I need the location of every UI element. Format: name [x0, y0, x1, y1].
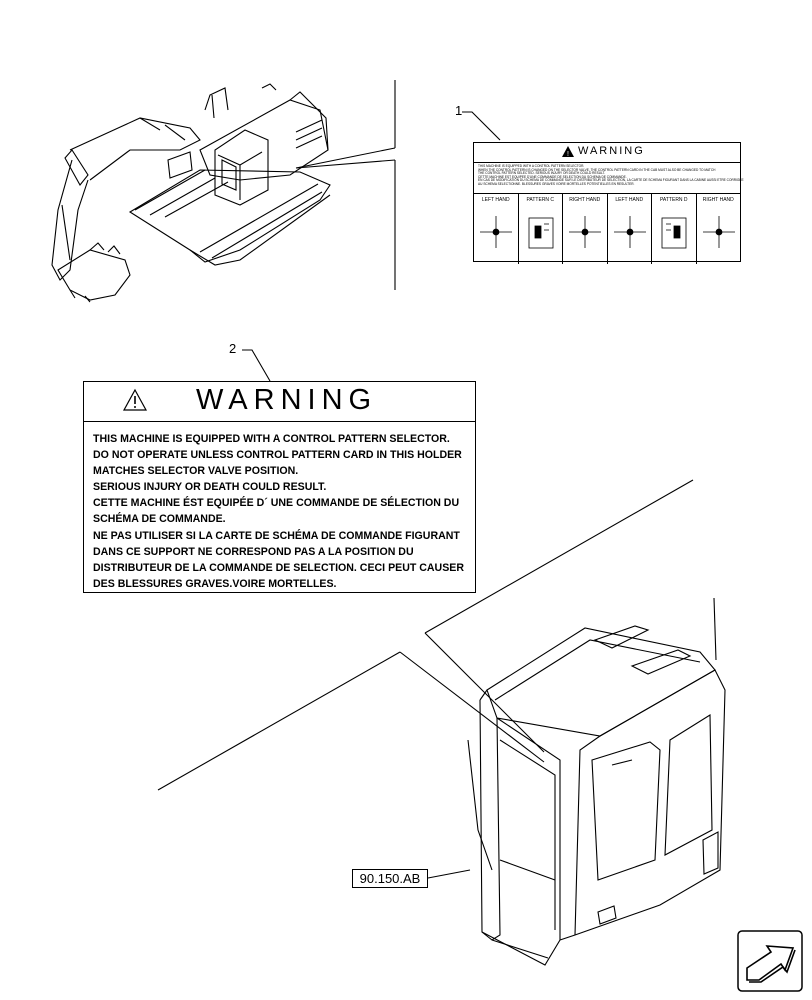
pattern-label: LEFT HAND — [615, 197, 644, 203]
decal-1-line: CETTE MACHINE EST EQUIPEE D'UNE COMMANDE… — [478, 174, 627, 179]
decal-2-line: THIS MACHINE IS EQUIPPED WITH A CONTROL … — [93, 433, 450, 445]
joystick-diagram-icon — [613, 216, 646, 248]
pattern-panel: RIGHT HAND — [563, 194, 608, 264]
reference-link[interactable]: 90.150.AB — [352, 869, 428, 888]
decal-2-line: MATCHES SELECTOR VALVE POSITION. — [93, 465, 299, 478]
warning-triangle-icon: ! — [562, 146, 574, 157]
decal-1-title: WARNING — [578, 145, 645, 157]
decal-2-line: SCHÉMA DE COMMANDE. — [93, 513, 226, 526]
excavator-illustration — [51, 83, 331, 303]
decal-1-line: THE CONTROL PATTERN SELECTED. SERIOUS IN… — [478, 171, 606, 176]
decal-2-line: DISTRIBUTEUR DE LA COMMANDE DE SELECTION… — [93, 561, 464, 574]
selector-valve-icon — [661, 217, 687, 249]
decal-1-line: EN CAS DE MODIFICATION DU SCHEMA DE COMM… — [478, 178, 744, 183]
pattern-label: PATTERN D — [659, 197, 688, 203]
callout-1: 1 — [455, 103, 463, 118]
pattern-label: RIGHT HAND — [569, 197, 601, 203]
decal-1-line: THIS MACHINE IS EQUIPPED WITH A CONTROL … — [478, 164, 585, 168]
decal-2-line: DANS CE SUPPORT NE CORRESPOND PAS A LA P… — [93, 545, 414, 558]
joystick-diagram-icon — [702, 216, 735, 248]
cab-illustration — [427, 597, 726, 966]
pattern-panel: LEFT HAND — [474, 194, 519, 264]
joystick-diagram-icon — [569, 216, 601, 248]
decal-2-body: THIS MACHINE IS EQUIPPED WITH A CONTROL … — [84, 422, 475, 592]
pattern-label: LEFT HAND — [481, 197, 510, 203]
decal-2-header: WARNING — [84, 382, 475, 422]
pattern-label: RIGHT HAND — [702, 197, 734, 203]
decal-2-line: DO NOT OPERATE UNLESS CONTROL PATTERN CA… — [93, 449, 462, 462]
decal-2-line: CETTE MACHINE ÉST EQUIPÉE D´ UNE COMMAND… — [93, 497, 460, 510]
warning-decal-1: ! WARNING THIS MACHINE IS EQUIPPED WITH … — [473, 142, 744, 264]
pattern-panel: LEFT HAND — [608, 194, 652, 264]
warning-triangle-icon — [122, 388, 148, 411]
decal-1-patterns: LEFT HAND PATTERN C RIGHT HAND LEFT HAND… — [474, 194, 740, 264]
pattern-panel: RIGHT HAND — [697, 194, 741, 264]
decal-1-text: THIS MACHINE IS EQUIPPED WITH A CONTROL … — [474, 163, 744, 194]
pattern-panel: PATTERN D — [652, 194, 697, 264]
decal-2-title: WARNING — [196, 384, 378, 416]
decal-1-line: AU SCHEMA SELECTIONNE. BLESSURES GRAVES … — [478, 181, 635, 186]
decal-1-line: WHEN THE CONTROL PATTERN IS CHANGED ON T… — [478, 167, 716, 172]
pattern-label: PATTERN C — [526, 197, 555, 203]
warning-decal-2: WARNING THIS MACHINE IS EQUIPPED WITH A … — [83, 381, 476, 593]
next-page-arrow-icon[interactable] — [737, 930, 803, 992]
decal-1-header: ! WARNING — [474, 143, 740, 163]
pattern-panel: PATTERN C — [519, 194, 563, 264]
selector-valve-icon — [528, 217, 553, 249]
callout-2: 2 — [229, 341, 237, 356]
decal-2-line: NE PAS UTILISER SI LA CARTE DE SCHÉMA DE… — [93, 529, 460, 542]
decal-2-line: SERIOUS INJURY OR DEATH COULD RESULT. — [93, 481, 327, 494]
decal-2-line: DES BLESSURES GRAVES.VOIRE MORTELLES. — [93, 577, 337, 590]
joystick-diagram-icon — [480, 216, 512, 248]
svg-text:!: ! — [567, 151, 569, 157]
